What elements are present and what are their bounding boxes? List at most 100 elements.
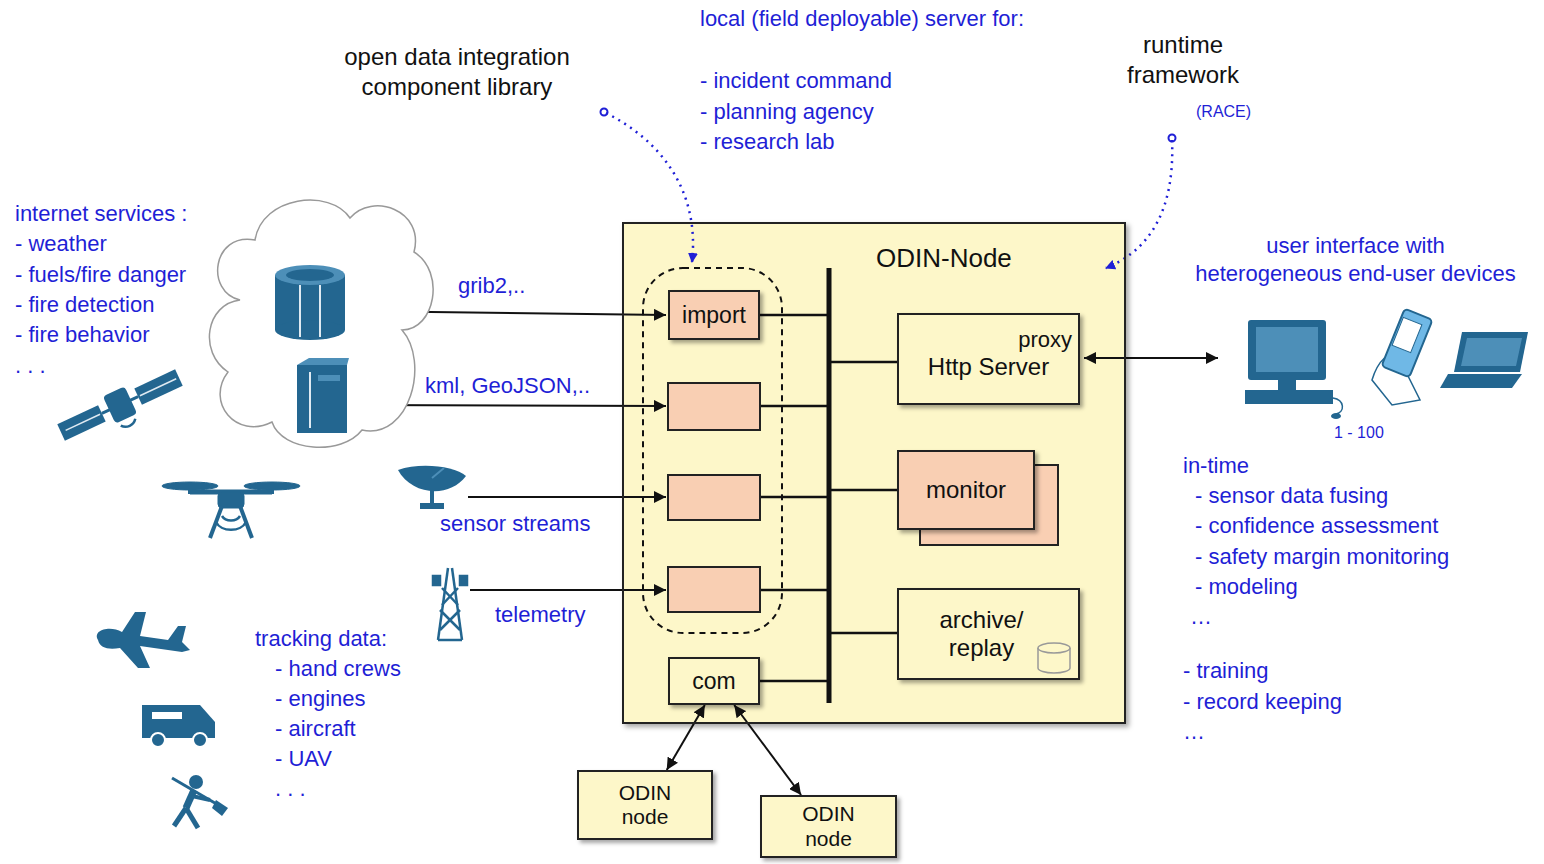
figure-part [1038, 648, 1070, 673]
box-label: ODIN node [599, 781, 691, 829]
figure-part [668, 383, 760, 430]
figure-part [152, 712, 182, 719]
figure-part [134, 369, 182, 404]
annotation: - fire detection [15, 291, 154, 319]
figure-part [1440, 374, 1522, 388]
figure-part [103, 386, 137, 423]
figure-part [222, 516, 240, 521]
figure-part [216, 522, 246, 530]
cloud [209, 200, 433, 447]
box-label: Http Server [928, 353, 1049, 381]
annotation: … [1190, 603, 1212, 631]
annotation: local (field deployable) server for: [700, 5, 1040, 33]
figure-part [1245, 390, 1333, 404]
link-arrow [734, 705, 801, 795]
figure-part [186, 790, 194, 808]
figure-part [827, 268, 832, 703]
figure-part [212, 800, 228, 816]
figure-part [460, 576, 467, 585]
annotation: tracking data: [255, 625, 387, 653]
component-box: ODIN node [760, 795, 897, 858]
figure-part [760, 405, 829, 408]
node-title: ODIN-Node [876, 244, 1012, 274]
phone-icon [1372, 309, 1433, 405]
figure-part [1278, 380, 1296, 390]
annotation: … [1183, 718, 1205, 746]
figure-part [193, 733, 207, 747]
figure-part [606, 113, 693, 262]
figure-part [433, 576, 440, 585]
figure-part [668, 567, 760, 612]
annotation: - safety margin monitoring [1195, 543, 1449, 571]
figure-part [151, 733, 165, 747]
annotation: - fire behavior [15, 321, 150, 349]
bus [760, 268, 897, 703]
figure-part [442, 588, 458, 605]
node-ground [622, 222, 1126, 724]
figure-part [432, 468, 444, 478]
annotation: . . . [15, 352, 46, 380]
drone-icon [162, 482, 300, 538]
figure-part [430, 486, 434, 505]
callout-label: open data integration component library [307, 42, 607, 102]
callout-dot [1169, 135, 1176, 142]
figure-part [270, 486, 274, 494]
figure-part [442, 588, 458, 605]
box-label: ODIN node [783, 802, 875, 850]
figure-part [286, 269, 334, 281]
dish-icon [398, 466, 466, 509]
figure-part [829, 361, 897, 364]
figure-part [829, 632, 897, 635]
annotation: - aircraft [275, 715, 356, 743]
annotation: - engines [275, 685, 366, 713]
figure-part [420, 503, 444, 509]
crew-icon [172, 775, 228, 828]
annotation: (RACE) [1196, 102, 1251, 122]
annotation: - hand crews [275, 655, 401, 683]
annotation: - weather [15, 230, 107, 258]
server-tower-icon [297, 358, 349, 433]
annotation: - sensor data fusing [1195, 482, 1388, 510]
annotation: - planning agency [700, 98, 874, 126]
box-label: archive/ replay [926, 606, 1038, 661]
figure-part [174, 808, 186, 826]
annotation: kml, GeoJSON,.. [425, 372, 590, 400]
figure-part [189, 775, 203, 789]
figure-part [275, 320, 345, 340]
annotation: . . . [275, 775, 306, 803]
figure-part [188, 486, 192, 494]
plane-icon [97, 612, 190, 668]
figure-part [829, 489, 897, 492]
annotation: user interface with heterogeneous end-us… [1192, 232, 1519, 287]
component-box: archive/ replay [897, 588, 1080, 680]
figure-part [1256, 327, 1318, 372]
computer-icon [1245, 320, 1342, 419]
figure-part [172, 778, 220, 806]
figure-part [57, 405, 105, 440]
library-group [643, 268, 782, 633]
figure-part [1038, 643, 1070, 653]
annotation: - fuels/fire danger [15, 261, 186, 289]
figure-part [318, 375, 340, 381]
annotation: 1 - 100 [1334, 423, 1384, 443]
annotation: telemetry [495, 601, 585, 629]
figure-part [319, 285, 321, 337]
annotation: grib2,.. [458, 272, 525, 300]
figure-part [1106, 140, 1172, 268]
component-box: com [668, 657, 760, 705]
figure-part [275, 265, 345, 285]
component-box: monitor [897, 450, 1035, 530]
laptop-icon [1440, 332, 1528, 388]
figure-part [440, 610, 460, 630]
figure-part [1381, 309, 1432, 378]
figure-part [1333, 398, 1342, 414]
annotation: - research lab [700, 128, 835, 156]
figure-part [760, 496, 829, 499]
figure-part [218, 492, 244, 508]
figure-part [121, 419, 137, 429]
figure-part [309, 372, 311, 428]
server-icon [275, 265, 345, 340]
callout-dot [601, 109, 608, 116]
database-icon [1038, 643, 1070, 673]
